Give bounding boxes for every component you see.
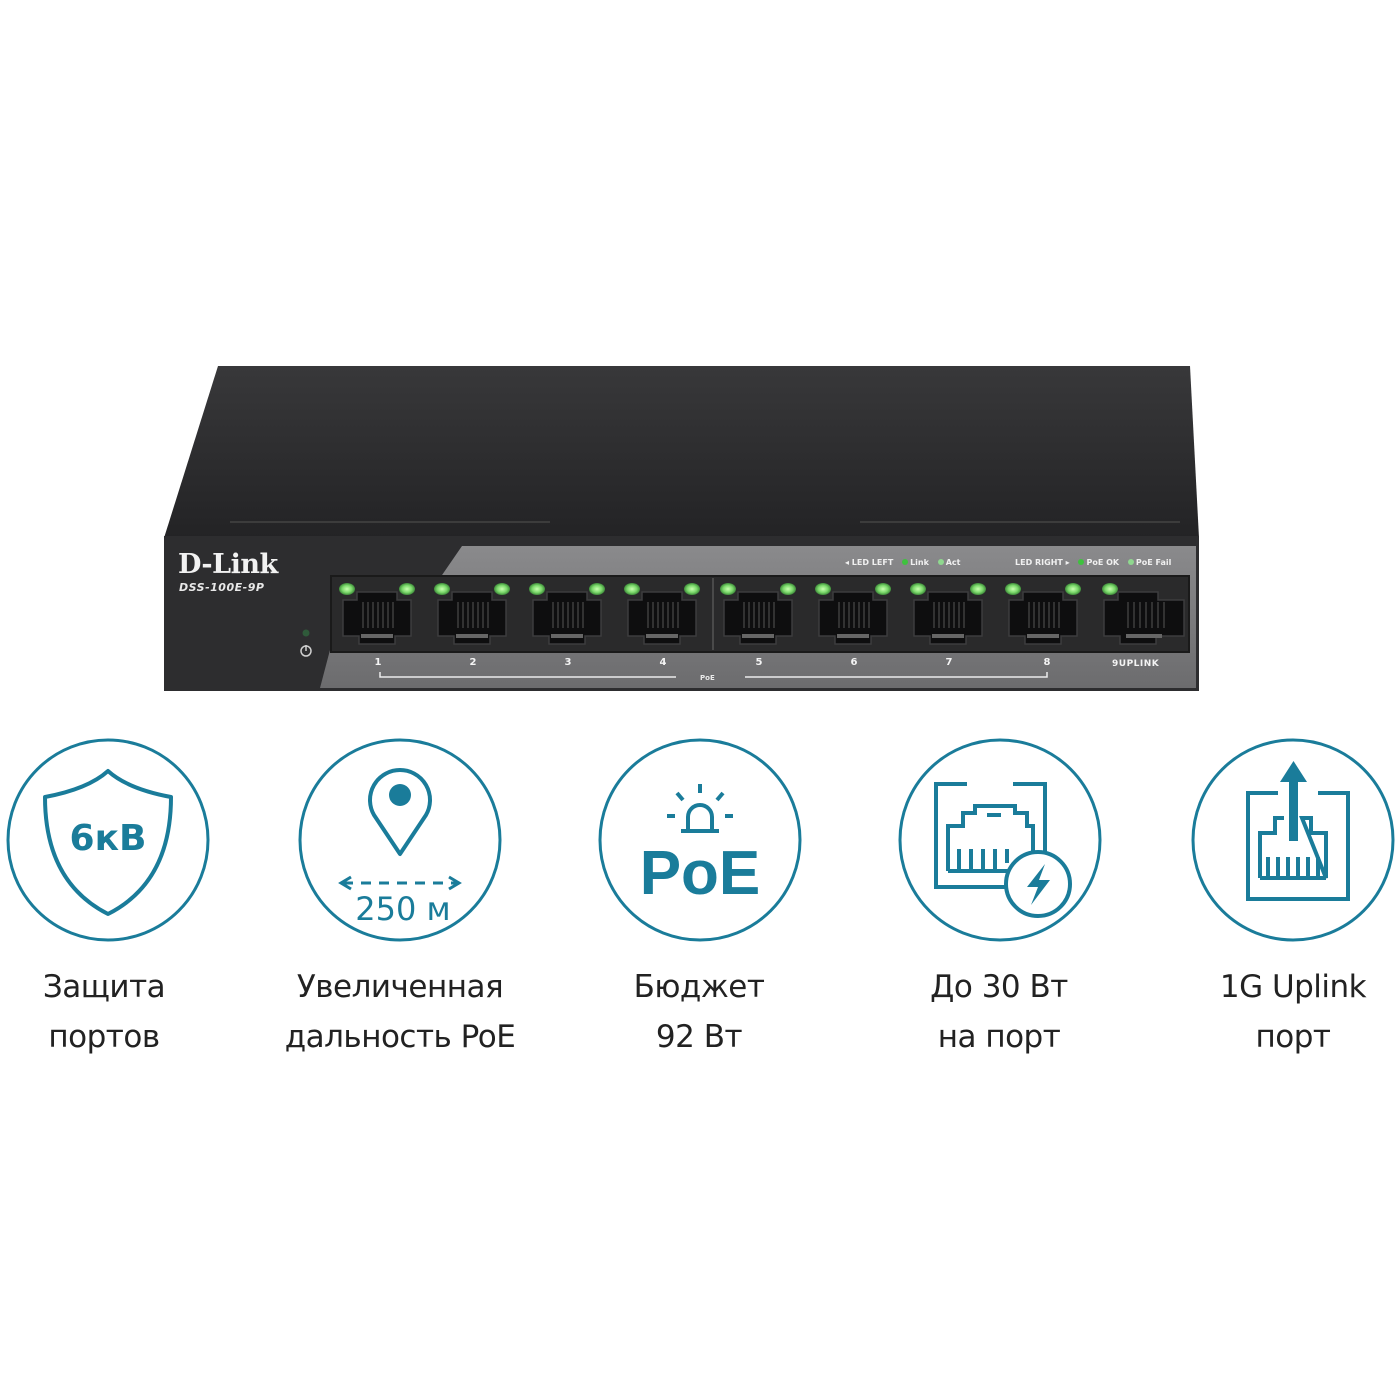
feature-caption: Увеличенная дальность PoE bbox=[250, 962, 550, 1062]
ethernet-uplink-icon bbox=[1191, 738, 1395, 942]
caption-line2: дальность PoE bbox=[284, 1019, 516, 1055]
caption-line1: Бюджет bbox=[633, 969, 765, 1005]
poe-alarm-icon: PoE bbox=[598, 738, 802, 942]
feature-port-protection: 6кВ bbox=[3, 737, 213, 947]
brand-logo: D-Link bbox=[178, 549, 278, 580]
caption-line1: 1G Uplink bbox=[1219, 969, 1367, 1005]
poe-ok-led-dot-icon bbox=[1078, 559, 1085, 565]
feature-caption: Защита портов bbox=[0, 962, 254, 1062]
port-number: 8 bbox=[1043, 657, 1051, 668]
led-link-label: Link bbox=[910, 558, 929, 567]
feature-uplink-port bbox=[1188, 737, 1398, 947]
caption-line2: на порт bbox=[937, 1019, 1061, 1055]
port-number: 3 bbox=[564, 657, 572, 668]
location-distance-icon: 250 м bbox=[298, 738, 502, 942]
act-led-dot-icon bbox=[937, 559, 944, 565]
model-label: DSS-100E-9P bbox=[179, 581, 265, 594]
feature-poe-distance: 250 м bbox=[295, 737, 505, 947]
port-number: 4 bbox=[659, 657, 667, 668]
feature-poe-budget: PoE bbox=[595, 737, 805, 947]
feature-caption: 1G Uplink порт bbox=[1143, 962, 1400, 1062]
led-legend-right: LED RIGHT ▸ PoE OK PoE Fail bbox=[1015, 557, 1171, 569]
feature-power-per-port bbox=[895, 737, 1105, 947]
caption-line2: 92 Вт bbox=[655, 1019, 743, 1055]
led-poe-fail-label: PoE Fail bbox=[1135, 558, 1172, 567]
port-number: 2 bbox=[469, 657, 477, 668]
port-number: 5 bbox=[755, 657, 763, 668]
feature-caption: Бюджет 92 Вт bbox=[549, 962, 849, 1062]
led-legend-left: ◂ LED LEFT Link Act bbox=[845, 557, 961, 569]
shield-icon: 6кВ bbox=[6, 738, 210, 942]
led-left-label: ◂ LED LEFT bbox=[845, 558, 894, 567]
caption-line2: порт bbox=[1255, 1019, 1331, 1055]
distance-icon-text: 250 м bbox=[355, 890, 450, 928]
uplink-port-label: 9UPLINK bbox=[1112, 659, 1160, 669]
caption-line2: портов bbox=[48, 1019, 160, 1055]
poe-icon-text: PoE bbox=[640, 839, 761, 908]
ethernet-power-icon bbox=[898, 738, 1102, 942]
link-led-dot-icon bbox=[902, 559, 909, 565]
port-number: 1 bbox=[374, 657, 382, 668]
shield-icon-text: 6кВ bbox=[70, 818, 147, 859]
port-number: 6 bbox=[850, 657, 858, 668]
caption-line1: Защита bbox=[42, 969, 166, 1005]
caption-line1: Увеличенная bbox=[296, 969, 504, 1005]
switch-body bbox=[164, 366, 1199, 691]
led-poe-ok-label: PoE OK bbox=[1086, 558, 1120, 567]
product-image-switch: D-Link DSS-100E-9P ◂ LED LEFT Link Act L… bbox=[164, 366, 1199, 691]
feature-caption: До 30 Вт на порт bbox=[849, 962, 1149, 1062]
port-number: 7 bbox=[945, 657, 953, 668]
led-act-label: Act bbox=[945, 558, 961, 567]
led-right-label: LED RIGHT ▸ bbox=[1015, 558, 1070, 567]
poe-group-label: PoE bbox=[700, 674, 715, 682]
poe-fail-led-dot-icon bbox=[1127, 559, 1134, 565]
caption-line1: До 30 Вт bbox=[930, 969, 1068, 1005]
